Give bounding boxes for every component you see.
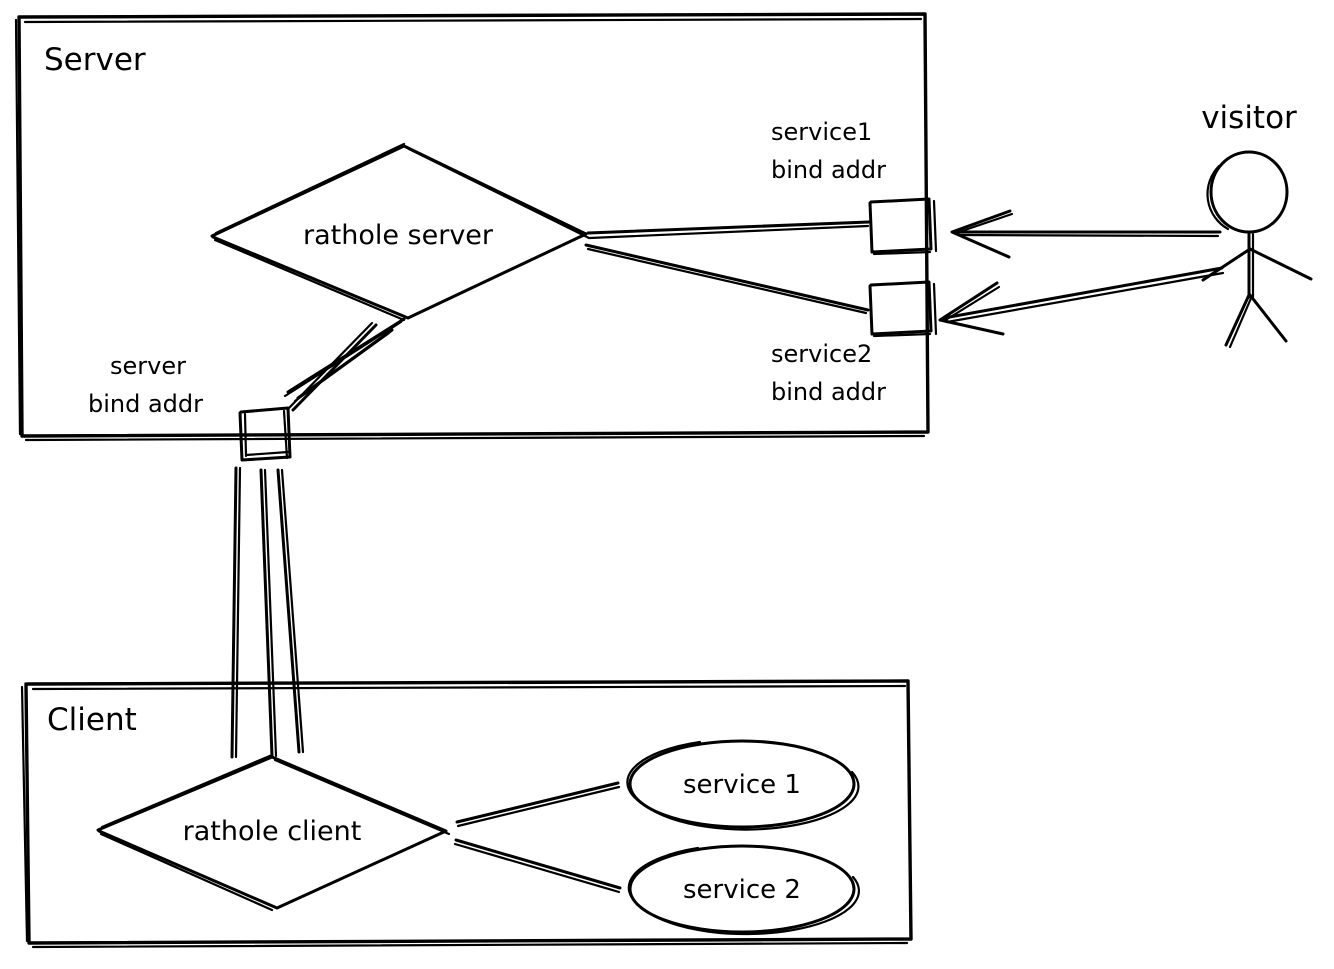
server-bind-addr-label-line1: server — [110, 352, 186, 380]
connector-ratholeclient-service2 — [453, 838, 622, 894]
arrow-visitor-to-service1 — [950, 209, 1222, 259]
rathole-client-node[interactable]: rathole client — [96, 753, 451, 912]
service-2-label: service 2 — [683, 875, 801, 905]
arrow-shaft-sketch — [945, 271, 1225, 324]
server-bind-addr-port[interactable] — [238, 406, 292, 462]
arrow-head — [938, 281, 1005, 336]
client-box-sketch-overlay — [20, 684, 909, 949]
service2-bind-addr-port[interactable] — [868, 280, 938, 338]
arrow-shaft-sketch — [956, 233, 1220, 238]
rathole-server-diamond — [210, 144, 588, 320]
service-2-ellipse-sketch — [627, 846, 861, 936]
connector-ratholeserver-service2 — [584, 243, 870, 315]
connector-line-sketch — [588, 224, 870, 240]
arrow-head — [950, 209, 1012, 259]
connector-ratholeserver-service1 — [586, 220, 871, 240]
service1-bind-addr-port[interactable] — [868, 197, 938, 256]
arrow-shaft — [942, 266, 1224, 320]
arrow-visitor-to-service2 — [938, 266, 1225, 336]
service2-bind-addr-label-line2: bind addr — [771, 378, 886, 406]
arrow-head-sketch — [954, 212, 1014, 235]
visitor-leg-left — [1224, 293, 1251, 347]
connector-line-sketch-b — [293, 331, 391, 403]
server-container — [14, 12, 930, 442]
arrow-head-sketch — [942, 285, 1001, 323]
service-1-label: service 1 — [683, 770, 801, 800]
service-1-ellipse — [628, 739, 856, 829]
visitor-head-sketch — [1206, 164, 1230, 231]
connector-line — [454, 838, 622, 890]
rathole-client-diamond — [96, 755, 448, 910]
connector-line-sketch-c — [287, 321, 374, 410]
service-1-node[interactable]: service 1 — [626, 739, 860, 831]
connector-line-sketch — [586, 247, 868, 315]
rathole-client-diamond-sketch — [99, 753, 451, 912]
client-container — [20, 679, 913, 949]
visitor-head-icon — [1209, 150, 1289, 234]
service2-bind-addr-label-line1: service2 — [771, 340, 872, 368]
connector-line — [586, 220, 871, 235]
server-bind-addr-box-sketch — [243, 409, 290, 460]
server-title: Server — [44, 42, 146, 78]
connector-line-sketch — [456, 785, 621, 828]
service2-bind-addr-box-sketch — [872, 282, 938, 338]
service-2-ellipse — [628, 844, 856, 934]
connector-line — [455, 781, 620, 824]
server-bind-addr-label-line2: bind addr — [88, 390, 203, 418]
visitor-actor[interactable]: visitor — [1201, 100, 1313, 349]
rathole-server-label: rathole server — [303, 220, 494, 251]
connector-ratholeclient-service1 — [455, 781, 621, 828]
rathole-client-label: rathole client — [183, 816, 362, 847]
tunnel-connectors — [230, 466, 305, 759]
visitor-arm-right — [1248, 247, 1313, 281]
rathole-server-diamond-sketch — [213, 142, 591, 322]
service1-bind-addr-label-line2: bind addr — [771, 156, 886, 184]
tunnel-line-3 — [276, 468, 301, 754]
tunnel-line-2-sketch — [263, 468, 278, 758]
visitor-label: visitor — [1201, 100, 1297, 136]
tunnel-line-2 — [259, 468, 274, 758]
service1-bind-addr-box-sketch — [872, 199, 938, 256]
service2-bind-addr-box — [868, 280, 933, 336]
connector-line-c — [291, 323, 378, 412]
server-box-outline — [17, 12, 930, 438]
service1-bind-addr-box — [868, 197, 933, 254]
connector-line-sketch — [453, 842, 621, 894]
server-box-sketch-overlay — [14, 17, 926, 442]
rathole-server-node[interactable]: rathole server — [210, 142, 591, 322]
visitor-leg-right — [1248, 293, 1288, 343]
service-2-node[interactable]: service 2 — [627, 844, 861, 936]
tunnel-line-1 — [230, 466, 238, 759]
visitor-leg-left-sketch — [1228, 294, 1254, 349]
tunnel-line-1-sketch — [234, 466, 242, 759]
service1-bind-addr-label-line1: service1 — [771, 118, 872, 146]
tunnel-line-3-sketch — [280, 468, 305, 754]
client-box-outline — [24, 679, 913, 945]
connector-ratholeserver-serverbindaddr — [283, 317, 406, 412]
client-title: Client — [47, 702, 137, 738]
connector-line — [584, 243, 870, 312]
server-bind-addr-box — [238, 406, 292, 462]
service-1-ellipse-sketch — [626, 740, 860, 831]
